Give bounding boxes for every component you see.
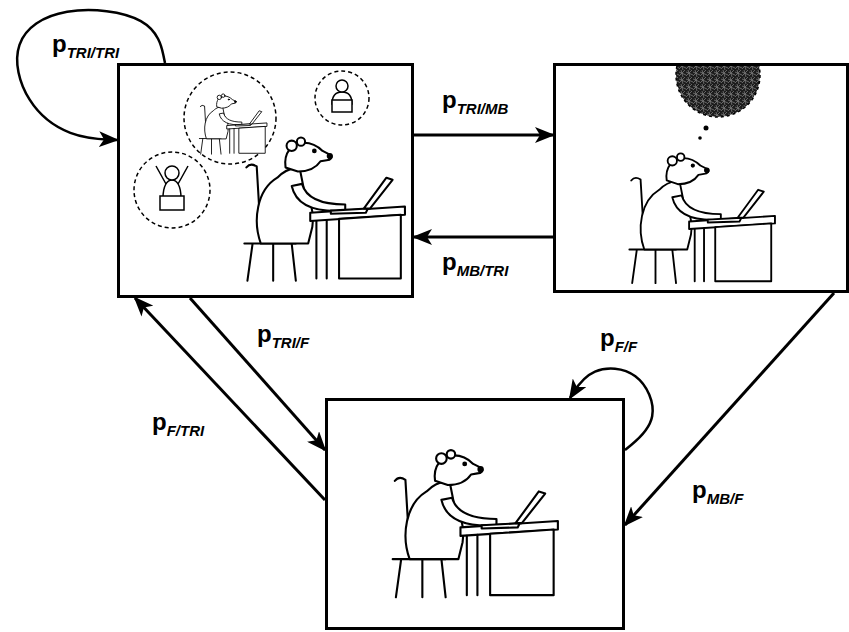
bear-at-desk <box>244 138 405 281</box>
transition-probability: pTRI/TRI <box>50 32 121 62</box>
bear-at-desk <box>393 450 558 597</box>
transition-probability: pF/TRI <box>150 410 206 440</box>
mb-panel-art <box>629 33 775 283</box>
thought-bubble <box>134 152 210 228</box>
transition-arrow <box>135 298 325 500</box>
transition-probability: pF/F <box>598 326 639 356</box>
transition-arrow <box>625 293 834 525</box>
thought-dot <box>704 126 709 131</box>
transition-arrow <box>414 134 553 137</box>
small-figure <box>332 80 352 112</box>
panel-box <box>117 63 414 298</box>
transition-arrow <box>17 10 165 140</box>
transition-probability: pMB/F <box>690 478 745 508</box>
cheering-figure <box>156 166 188 210</box>
panel-box <box>553 63 849 293</box>
thought-dot <box>698 136 702 140</box>
imagined-bear <box>199 94 267 154</box>
scribble-cloud <box>676 66 760 117</box>
thought-bubble <box>184 72 276 164</box>
transition-arrow <box>570 369 653 450</box>
transition-arrow <box>414 236 553 239</box>
thought-bubble <box>315 71 369 125</box>
transition-probability: pTRI/MB <box>440 88 510 118</box>
tri-panel-art <box>134 71 405 281</box>
f-panel-art <box>393 450 558 597</box>
transition-probability: pTRI/F <box>255 322 311 352</box>
bear-at-desk <box>629 153 775 283</box>
transition-probability: pMB/TRI <box>440 250 510 280</box>
panel-box <box>325 398 625 630</box>
